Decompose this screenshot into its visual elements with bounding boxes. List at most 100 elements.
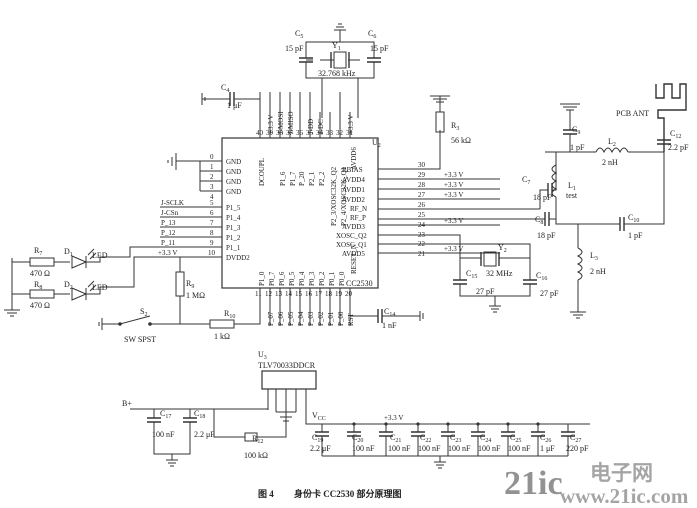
pin-number: 15 <box>295 290 303 298</box>
rail-label: +3.3 V <box>384 414 403 422</box>
c17-value: 100 nF <box>152 430 175 439</box>
u3-part: TLV70033DDCR <box>258 361 316 370</box>
vcc-label: VCC <box>312 411 326 422</box>
c18-ref: C18 <box>194 409 205 420</box>
switch-block: S2 SW SPST R9 1 MΩ R10 1 kΩ <box>98 257 261 344</box>
c7-value: 18 pF <box>533 193 552 202</box>
y1-freq: 32.768 kHz <box>318 69 356 78</box>
cap-ref: C23 <box>450 433 461 444</box>
l1-ref: L1 <box>568 181 576 192</box>
pin-number: 17 <box>315 290 323 298</box>
pin-label: AVDD1 <box>342 186 365 194</box>
cap-value: 100 nF <box>352 444 375 453</box>
c18-value: 2.2 μF <box>194 430 215 439</box>
d2-ref: D2 <box>64 280 73 291</box>
pin-label: AVDD3 <box>342 223 365 231</box>
figure-title: 身份卡 CC2530 部分原理图 <box>294 488 402 499</box>
c5-value: 15 pF <box>285 44 304 53</box>
c7-ref: C7 <box>522 175 530 186</box>
watermark-site: www.21ic.com <box>560 484 689 508</box>
pin-label: P0_1 <box>328 271 336 286</box>
pin-label: P0_5 <box>288 271 296 286</box>
pin-number: 8 <box>210 229 214 237</box>
net-label: +3.3 V <box>444 191 463 199</box>
pin-label: GND <box>226 168 241 176</box>
r9-ref: R9 <box>186 279 194 290</box>
c6-value: 15 pF <box>370 44 389 53</box>
pin-number: 20 <box>345 290 353 298</box>
antenna-label: PCB ANT <box>616 109 649 118</box>
c6-ref: C6 <box>368 29 376 40</box>
pin-number: 5 <box>210 199 214 207</box>
d1-ref: D1 <box>64 247 73 258</box>
pin-number: 18 <box>325 290 333 298</box>
pin-number: 38 <box>276 129 284 137</box>
cap-ref: C19 <box>312 433 323 444</box>
c12-value: 2.2 pF <box>668 143 689 152</box>
pin-label: P1_6 <box>279 171 287 186</box>
cap-value: 1 μF <box>540 444 555 453</box>
c16-value: 27 pF <box>540 289 559 298</box>
net-label: +3.3 V <box>158 249 177 257</box>
top-pins: +3.3 V J-MOSI J-MISO J-DD J-DC +3.3 V 40… <box>256 92 355 138</box>
figure-number: 图 4 <box>258 489 274 499</box>
cap-value: 220 pF <box>566 444 589 453</box>
c4-ref: C4 <box>221 83 229 94</box>
pin-label: P2_2 <box>318 171 326 186</box>
pin-number: 3 <box>210 183 214 191</box>
cap-ref: C22 <box>420 433 431 444</box>
c9-value: 1 pF <box>570 143 585 152</box>
pin-label: P1_1 <box>226 244 241 252</box>
c10-ref: C10 <box>628 213 639 224</box>
watermark-cn: 电子网 <box>590 461 653 485</box>
pin-number: 16 <box>305 290 313 298</box>
c8-value: 18 pF <box>537 231 556 240</box>
pin-number: 26 <box>418 201 426 209</box>
r12-value: 100 kΩ <box>244 451 268 460</box>
pin-number: 22 <box>418 240 426 248</box>
pin-number: 19 <box>335 290 343 298</box>
r8-ref: R8 <box>34 280 42 291</box>
pin-number: 12 <box>265 290 273 298</box>
y2-ref: Y2 <box>498 243 507 254</box>
pin-label: P0_6 <box>278 271 286 286</box>
cap-ref: C26 <box>540 433 551 444</box>
top-net-label: J-DD <box>307 119 315 134</box>
r3-ref: R3 <box>451 121 459 132</box>
pin-number: 32 <box>336 129 344 137</box>
net-label: P_00 <box>337 311 345 326</box>
c15-ref: C15 <box>466 269 477 280</box>
pin-label: P1_2 <box>226 234 241 242</box>
cap-ref: C21 <box>390 433 401 444</box>
cap-ref: C27 <box>570 433 581 444</box>
net-label: P_03 <box>307 311 315 326</box>
cap-ref: C24 <box>480 433 491 444</box>
l3-value: 2 nH <box>590 267 606 276</box>
top-net-label: J-MISO <box>287 111 295 134</box>
pin-label: P1_4 <box>226 214 241 222</box>
u2-ref: U2 <box>372 138 381 149</box>
c12-ref: C12 <box>670 129 681 140</box>
ic-u2: U2 CC2530 DCOUPL P1_6 P1_7 P_20 P2_1 P2_… <box>221 137 381 289</box>
pin-number: 29 <box>418 171 426 179</box>
pin-label: P1_0 <box>258 271 266 286</box>
cap-value: 100 nF <box>388 444 411 453</box>
pin-number: 31 <box>346 129 354 137</box>
pin-number: 14 <box>285 290 293 298</box>
pin-number: 36 <box>296 129 304 137</box>
c10-value: 1 pF <box>628 231 643 240</box>
pin-label: P_20 <box>298 171 306 186</box>
pin-label: GND <box>226 158 241 166</box>
site-watermark: 21ic 电子网 www.21ic.com <box>504 461 689 508</box>
right-pins: 30 29 28 27 26 25 24 23 22 21 +3.3 V +3.… <box>378 130 540 258</box>
pin-label: DCOUPL <box>258 158 266 186</box>
top-net-label: +3.3 V <box>267 115 275 134</box>
pin-label: AVDD5 <box>342 250 365 258</box>
pin-label: P1_5 <box>226 204 241 212</box>
